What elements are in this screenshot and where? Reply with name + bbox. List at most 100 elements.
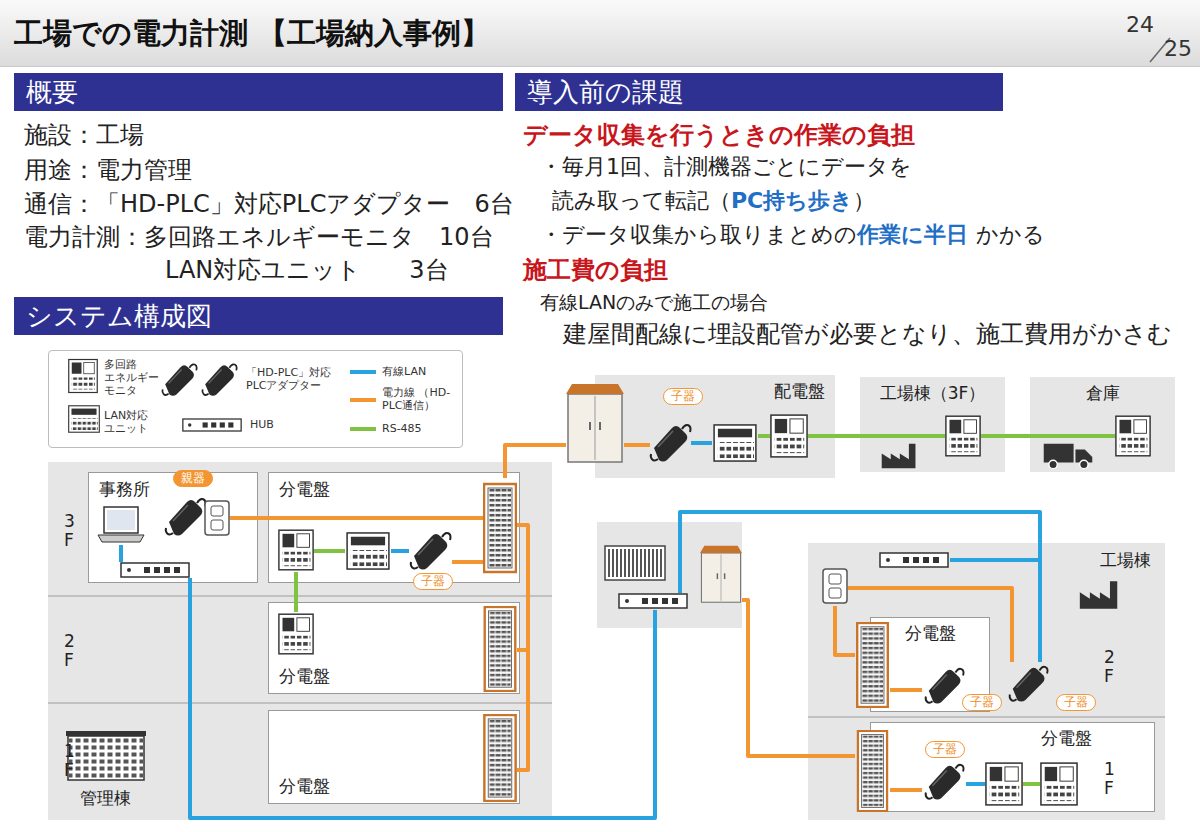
floor-divider <box>808 716 1165 718</box>
legend-text: RS-485 <box>382 422 422 435</box>
rs485-wire <box>860 434 945 438</box>
energy-monitor-icon <box>1041 763 1077 805</box>
slide-title: 工場での電力計測 【工場納入事例】 <box>14 14 490 54</box>
floor-divider <box>48 595 552 597</box>
rs485-connector <box>1005 434 1030 438</box>
energy-monitor-icon <box>946 416 980 456</box>
overview-item: 通信：「HD-PLC」対応PLCアダプター 6台 <box>24 188 514 220</box>
legend-text: LAN対応 ユニット <box>104 409 168 435</box>
energy-monitor-icon <box>986 763 1022 805</box>
parent-tag: 親器 <box>173 470 213 487</box>
lan-wire <box>966 782 985 786</box>
floor-label: 2F <box>1104 648 1121 685</box>
legend-hub-icon <box>183 419 241 431</box>
distribution-panel-icon <box>484 484 516 572</box>
plc-adapter-icon <box>651 425 691 461</box>
lan-wire <box>391 549 409 553</box>
rs485-wire <box>1030 434 1115 438</box>
rs485-wire <box>294 572 298 612</box>
rs485-connector <box>835 434 860 438</box>
power-line <box>835 606 855 655</box>
lan-unit-icon <box>347 533 389 569</box>
hub-icon <box>121 563 189 577</box>
legend-text: 「HD-PLC」対応 PLCアダプター <box>246 366 346 392</box>
node-label: 配電盤 <box>774 380 825 403</box>
rs485-wire <box>758 434 770 438</box>
node-label: システム構成図 <box>26 299 212 334</box>
child-tag: 子器 <box>962 694 1002 711</box>
laptop-icon <box>98 507 144 542</box>
node-label: 導入前の課題 <box>527 75 684 110</box>
node-label: 分電盤 <box>1041 727 1092 750</box>
plc-adapter-icon <box>166 499 206 535</box>
child-tag: 子器 <box>663 388 703 405</box>
child-tag: 子器 <box>413 573 453 590</box>
distribution-panel-icon <box>485 607 516 691</box>
legend-text: HUB <box>250 418 274 431</box>
issue-text: 建屋間配線に埋設配管が必要となり、施工費用がかさむ <box>563 318 1172 350</box>
distribution-panel-icon <box>857 623 888 707</box>
overview-item: LAN対応ユニット 3台 <box>165 254 449 286</box>
legend-text: 有線LAN <box>382 365 426 378</box>
power-line <box>517 525 528 770</box>
hub-icon <box>880 553 948 567</box>
outlet-icon <box>823 569 847 603</box>
lan-wire <box>950 558 1040 562</box>
node-label: 管理棟 <box>80 787 131 810</box>
overview-item: 用途：電力管理 <box>24 154 192 186</box>
child-tag: 子器 <box>925 741 965 758</box>
factory-icon <box>1080 581 1117 608</box>
lan-unit-icon <box>714 425 756 461</box>
distribution-panel-icon <box>484 715 515 801</box>
legend-plc-icon <box>162 364 196 396</box>
node-label: 分電盤 <box>905 622 956 645</box>
lan-wire <box>190 578 655 818</box>
issue-text: ・データ収集から取りまとめの <box>540 222 857 247</box>
building-icon <box>66 731 146 780</box>
text-line: ・データ収集から取りまとめの作業に半日かかる <box>540 220 1045 250</box>
distribution-panel-icon <box>858 731 887 811</box>
node-label: 工場棟（3F） <box>880 382 986 405</box>
overview-item: 施設：工場 <box>24 119 144 151</box>
legend-text: 多回路 エネルギー モニタ <box>104 358 168 398</box>
plc-adapter-icon <box>926 669 964 704</box>
emphasis-text: PC持ち歩き <box>731 188 853 213</box>
switchgear-cabinet <box>700 546 742 602</box>
plc-adapter-icon <box>411 533 451 569</box>
node-label: 分電盤 <box>279 478 330 501</box>
lan-wire <box>691 441 712 445</box>
energy-monitor-icon <box>771 415 807 457</box>
factory-icon <box>882 444 916 469</box>
plc-adapter-icon <box>926 765 964 800</box>
floor-divider <box>48 702 552 704</box>
floor-label: 2F <box>64 632 81 669</box>
energy-monitor-icon <box>279 614 313 654</box>
legend-monitor-icon <box>69 360 98 393</box>
section-header: 導入前の課題 <box>515 73 1003 111</box>
rs485-wire <box>981 434 1005 438</box>
section-header: 概要 <box>14 73 503 111</box>
switchgear-cabinet <box>566 384 624 462</box>
power-line <box>890 788 922 792</box>
issue-text: 読み取って転記（ <box>552 188 731 213</box>
issue-text: ） <box>853 188 875 213</box>
legend-text: 電力線 （HD-PLC通信） <box>382 386 482 412</box>
energy-monitor-icon <box>1116 416 1150 456</box>
legend-swatch <box>350 398 376 402</box>
power-line <box>505 445 566 478</box>
page-total: 25 <box>1164 36 1192 61</box>
lan-wire <box>119 545 123 562</box>
plc-adapter-icon <box>1010 667 1048 702</box>
node-label: 工場棟 <box>1100 549 1151 572</box>
power-line <box>452 560 483 564</box>
node-label: 事務所 <box>99 478 150 501</box>
node-label: 分電盤 <box>279 665 330 688</box>
issue-text: 有線LANのみで施工の場合 <box>540 290 768 316</box>
text-line: 読み取って転記（PC持ち歩き） <box>552 186 875 216</box>
rs485-wire <box>314 549 345 553</box>
overview-item: 電力計測：多回路エネルギーモニタ 10台 <box>24 221 494 253</box>
floor-label: 1F <box>1104 760 1121 797</box>
issue-text: かかる <box>976 222 1045 247</box>
legend-swatch <box>350 427 376 431</box>
